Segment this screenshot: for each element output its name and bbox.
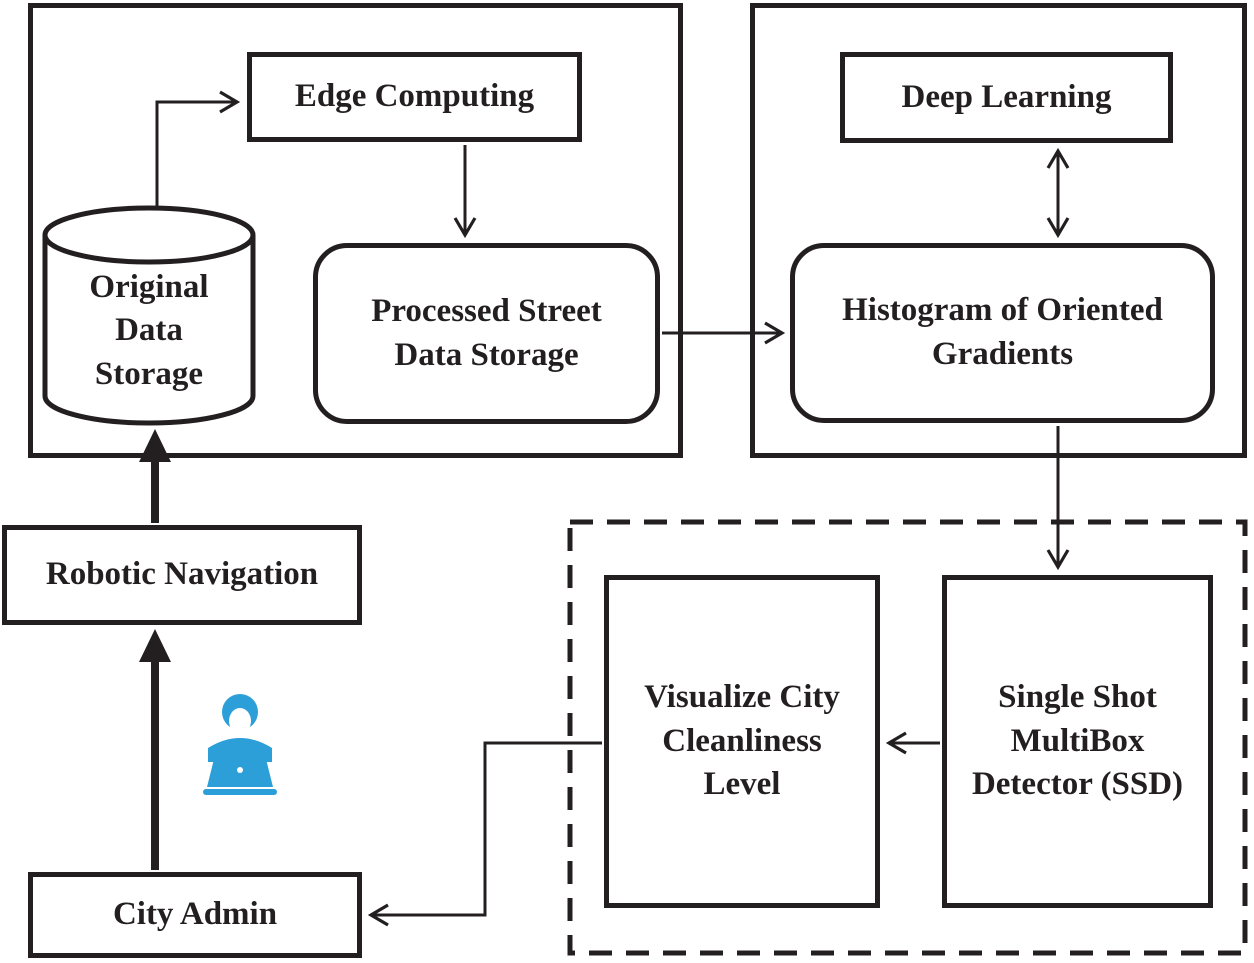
node-robotic-navigation-label: Robotic Navigation bbox=[45, 556, 319, 593]
detection-group-dashed-box bbox=[567, 519, 1248, 956]
node-visualize-city-cleanliness: Visualize City Cleanliness Level bbox=[604, 575, 880, 908]
node-processed-street-label: Processed Street Data Storage bbox=[371, 292, 602, 373]
person-at-laptop-icon bbox=[203, 694, 277, 795]
node-city-admin-label: City Admin bbox=[112, 896, 278, 933]
node-processed-street-data-storage: Processed Street Data Storage bbox=[313, 243, 660, 424]
feature-learning-group-box bbox=[750, 3, 1247, 458]
node-visualize-city-label: Visualize City Cleanliness Level bbox=[644, 679, 840, 803]
node-deep-learning-label: Deep Learning bbox=[901, 78, 1112, 115]
node-histogram-oriented-gradients: Histogram of Oriented Gradients bbox=[790, 243, 1215, 423]
node-ssd-label: Single Shot MultiBox Detector (SSD) bbox=[971, 679, 1184, 803]
node-city-admin: City Admin bbox=[28, 872, 362, 958]
node-robotic-navigation: Robotic Navigation bbox=[2, 525, 362, 625]
arrow-storage-to-edge-computing bbox=[155, 90, 241, 206]
node-original-data-storage-label: Original Data Storage bbox=[89, 268, 209, 392]
node-edge-computing-label: Edge Computing bbox=[294, 78, 535, 115]
node-deep-learning: Deep Learning bbox=[840, 52, 1173, 143]
node-hog-label: Histogram of Oriented Gradients bbox=[842, 292, 1163, 372]
edge-processing-group-box bbox=[28, 3, 683, 458]
node-single-shot-multibox-detector: Single Shot MultiBox Detector (SSD) bbox=[942, 575, 1213, 908]
node-original-data-storage-cylinder bbox=[42, 205, 256, 426]
node-edge-computing: Edge Computing bbox=[247, 52, 582, 142]
arrow-visualize-city-to-city-admin bbox=[367, 741, 602, 927]
